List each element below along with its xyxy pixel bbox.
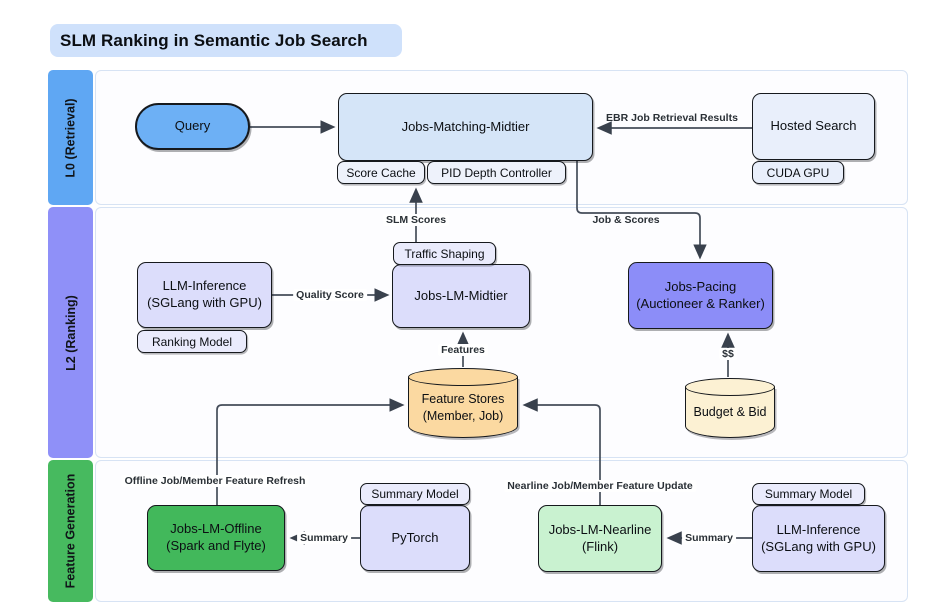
node-jobs-lm-midtier-label: Jobs-LM-Midtier <box>414 287 508 303</box>
node-feature-stores: Feature Stores (Member, Job) <box>408 368 518 438</box>
node-query: Query <box>135 103 250 150</box>
badge-score-cache: Score Cache <box>337 161 425 184</box>
edge-label-nearline-update: Nearline Job/Member Feature Update <box>504 480 696 492</box>
node-jobs-lm-nearline: Jobs-LM-Nearline (Flink) <box>538 505 662 572</box>
edge-label-job-and-scores: Job & Scores <box>592 214 660 226</box>
node-jobs-lm-offline: Jobs-LM-Offline (Spark and Flyte) <box>147 505 285 571</box>
badge-cuda-gpu-label: CUDA GPU <box>766 165 830 180</box>
diagram-title: SLM Ranking in Semantic Job Search <box>50 24 402 57</box>
edge-label-offline-refresh: Offline Job/Member Feature Refresh <box>121 475 309 487</box>
badge-ranking-model: Ranking Model <box>137 330 247 353</box>
node-feature-stores-line1: Feature Stores <box>421 392 505 406</box>
badge-traffic-shaping-label: Traffic Shaping <box>404 246 485 261</box>
node-jobs-lm-nearline-line2: (Flink) <box>581 538 619 554</box>
node-llm-inference-ranking-line1: LLM-Inference <box>162 278 247 294</box>
lane-label-feature-generation-text: Feature Generation <box>63 473 78 589</box>
node-llm-inference-feature-line1: LLM-Inference <box>776 521 861 537</box>
edge-label-features: Features <box>438 344 488 356</box>
feature-stores-cylinder-top <box>408 368 518 386</box>
lane-label-l0-text: L0 (Retrieval) <box>63 97 78 178</box>
node-feature-stores-line2: (Member, Job) <box>422 408 504 423</box>
badge-score-cache-label: Score Cache <box>346 165 416 180</box>
badge-traffic-shaping: Traffic Shaping <box>393 242 496 265</box>
lane-label-feature-generation: Feature Generation <box>48 460 93 602</box>
badge-summary-model-nearline-label: Summary Model <box>764 487 853 501</box>
badge-pid-depth-controller: PID Depth Controller <box>427 161 566 184</box>
badge-ranking-model-label: Ranking Model <box>151 334 233 349</box>
node-jobs-pacing-line2: (Auctioneer & Ranker) <box>636 295 765 311</box>
node-query-label: Query <box>174 118 211 134</box>
edge-label-ebr-results: EBR Job Retrieval Results <box>606 112 738 124</box>
node-jobs-pacing: Jobs-Pacing (Auctioneer & Ranker) <box>628 262 773 329</box>
node-budget-bid: Budget & Bid <box>685 378 775 438</box>
node-llm-inference-feature-line2: (SGLang with GPU) <box>761 538 876 554</box>
lane-label-l0: L0 (Retrieval) <box>48 70 93 205</box>
badge-summary-model-offline-label: Summary Model <box>371 487 459 501</box>
budget-bid-cylinder-top <box>685 378 775 396</box>
node-jobs-pacing-line1: Jobs-Pacing <box>664 278 737 294</box>
edge-label-summary-nearline: Summary <box>682 532 736 544</box>
lane-label-l2: L2 (Ranking) <box>48 207 93 458</box>
node-hosted-search: Hosted Search <box>752 93 875 160</box>
badge-cuda-gpu: CUDA GPU <box>752 161 844 184</box>
node-llm-inference-ranking-line2: (SGLang with GPU) <box>147 295 262 310</box>
node-jobs-matching-midtier-label: Jobs-Matching-Midtier <box>401 118 530 134</box>
node-hosted-search-label: Hosted Search <box>770 118 857 134</box>
edge-label-summary-offline: Summary <box>297 532 351 544</box>
node-budget-bid-label: Budget & Bid <box>693 405 767 419</box>
node-pytorch-label: PyTorch <box>391 529 439 545</box>
node-llm-inference-ranking: LLM-Inference (SGLang with GPU) <box>137 262 272 328</box>
edge-label-quality-score: Quality Score <box>293 289 367 301</box>
badge-summary-model-nearline: Summary Model <box>752 483 865 505</box>
node-llm-inference-feature: LLM-Inference (SGLang with GPU) <box>752 505 885 572</box>
node-jobs-lm-midtier: Jobs-LM-Midtier <box>392 264 530 328</box>
node-feature-stores-label: Feature Stores (Member, Job) <box>402 391 524 425</box>
node-jobs-lm-nearline-line1: Jobs-LM-Nearline <box>548 521 652 537</box>
feature-stores-cylinder-body <box>408 377 518 438</box>
badge-summary-model-offline: Summary Model <box>360 483 470 505</box>
node-jobs-lm-offline-line1: Jobs-LM-Offline <box>170 521 262 537</box>
edge-label-budget-dollars: $$ <box>719 348 737 360</box>
edge-label-slm-scores: SLM Scores <box>382 214 450 226</box>
node-jobs-lm-offline-line2: (Spark and Flyte) <box>166 538 266 553</box>
lane-label-l2-text: L2 (Ranking) <box>63 294 78 371</box>
badge-pid-depth-controller-label: PID Depth Controller <box>441 165 552 180</box>
node-jobs-matching-midtier: Jobs-Matching-Midtier <box>338 93 593 161</box>
node-pytorch: PyTorch <box>360 505 470 571</box>
